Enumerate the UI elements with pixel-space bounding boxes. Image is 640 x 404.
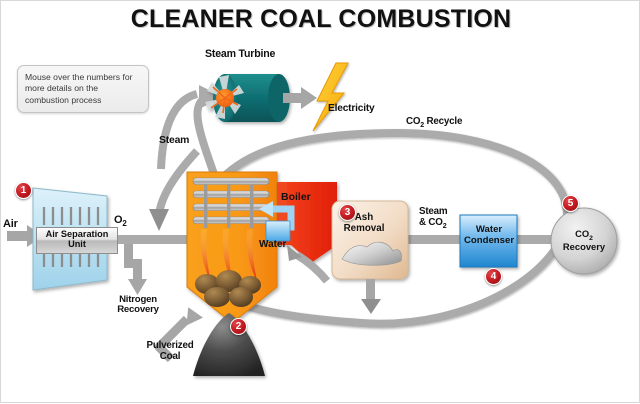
co2-recycle-subscript: 2: [420, 121, 425, 129]
oxygen-subscript: 2: [122, 219, 127, 229]
coal-label-line1: Pulverized: [146, 340, 194, 351]
boiler-graphic[interactable]: [277, 182, 337, 263]
water-label: Water: [259, 239, 287, 250]
lightning-bolt-icon: [312, 62, 349, 132]
air-inlet-label: Air: [3, 218, 18, 230]
steam-turbine-label: Steam Turbine: [205, 48, 276, 60]
steam-flow-label: Steam: [159, 135, 190, 146]
co2-recovery-label: CO2 Recovery: [559, 228, 609, 253]
electricity-label: Electricity: [328, 103, 375, 114]
pulverized-coal-label: Pulverized Coal: [131, 340, 209, 362]
boiler-label: Boiler: [281, 191, 311, 203]
hotspot-badge-1[interactable]: 1: [15, 182, 32, 199]
steamco2-line1: Steam: [419, 206, 448, 217]
ash-removal-label: Ash Removal: [334, 212, 394, 235]
page-title: CLEANER COAL COMBUSTION: [130, 5, 512, 33]
hotspot-badge-2[interactable]: 2: [230, 318, 247, 335]
steam-flow-path: [157, 85, 223, 179]
coal-feed-arrow: [154, 307, 203, 363]
pulverized-coal-graphic[interactable]: [193, 313, 265, 376]
hotspot-badge-4[interactable]: 4: [485, 268, 502, 285]
combustion-chamber-graphic[interactable]: [186, 171, 278, 324]
co2-recovery-graphic[interactable]: [550, 207, 618, 275]
condenser-line2: Condenser: [463, 234, 515, 246]
ash-removal-graphic[interactable]: [331, 200, 409, 280]
ash-label-line2: Removal: [343, 222, 385, 234]
ash-label-line1: Ash: [354, 212, 374, 223]
oxygen-duct: [107, 235, 141, 244]
asu-label-line2: Unit: [68, 238, 86, 249]
oxygen-label: O2: [114, 214, 127, 229]
co2-recycle-word: Recycle: [424, 116, 463, 127]
water-condenser-graphic[interactable]: [459, 214, 518, 268]
air-separation-unit-label: Air Separation Unit: [36, 227, 118, 254]
oxygen-symbol: O: [114, 214, 123, 226]
coal-label-line2: Coal: [159, 350, 181, 362]
nitrogen-recovery-arrow: [124, 244, 147, 295]
co2-recovery-word: Recovery: [562, 241, 606, 253]
electricity-output-arrow: [283, 87, 317, 109]
asu-label-line1: Air Separation: [45, 229, 109, 239]
steam-and-co2-flow-label: Steam & CO2: [419, 206, 475, 230]
ash-drop-arrow: [361, 279, 381, 314]
water-tank-graphic[interactable]: [265, 220, 291, 242]
steamco2-subscript: 2: [442, 222, 447, 230]
nitrogen-label-line2: Recovery: [117, 304, 159, 316]
hotspot-badge-3[interactable]: 3: [339, 204, 356, 221]
hotspot-badge-5[interactable]: 5: [562, 195, 579, 212]
water-condenser-label: Water Condenser: [460, 224, 518, 246]
steam-turbine-graphic[interactable]: [205, 74, 290, 122]
steamco2-line2: & CO: [419, 216, 443, 228]
co2-recycle-flow-label: CO2 Recycle: [406, 116, 463, 130]
co2-recovery-symbol: CO: [575, 228, 590, 239]
condenser-line1: Water: [475, 224, 503, 235]
instruction-callout: Mouse over the numbers for more details …: [17, 65, 149, 114]
nitrogen-recovery-label: Nitrogen Recovery: [100, 294, 176, 316]
nitrogen-label-line1: Nitrogen: [119, 294, 157, 305]
co2-recycle-symbol: CO: [406, 116, 421, 127]
ash-feed-arrow: [287, 245, 331, 284]
co2-return-arrow: [149, 148, 200, 231]
co2-recovery-subscript: 2: [589, 234, 593, 242]
